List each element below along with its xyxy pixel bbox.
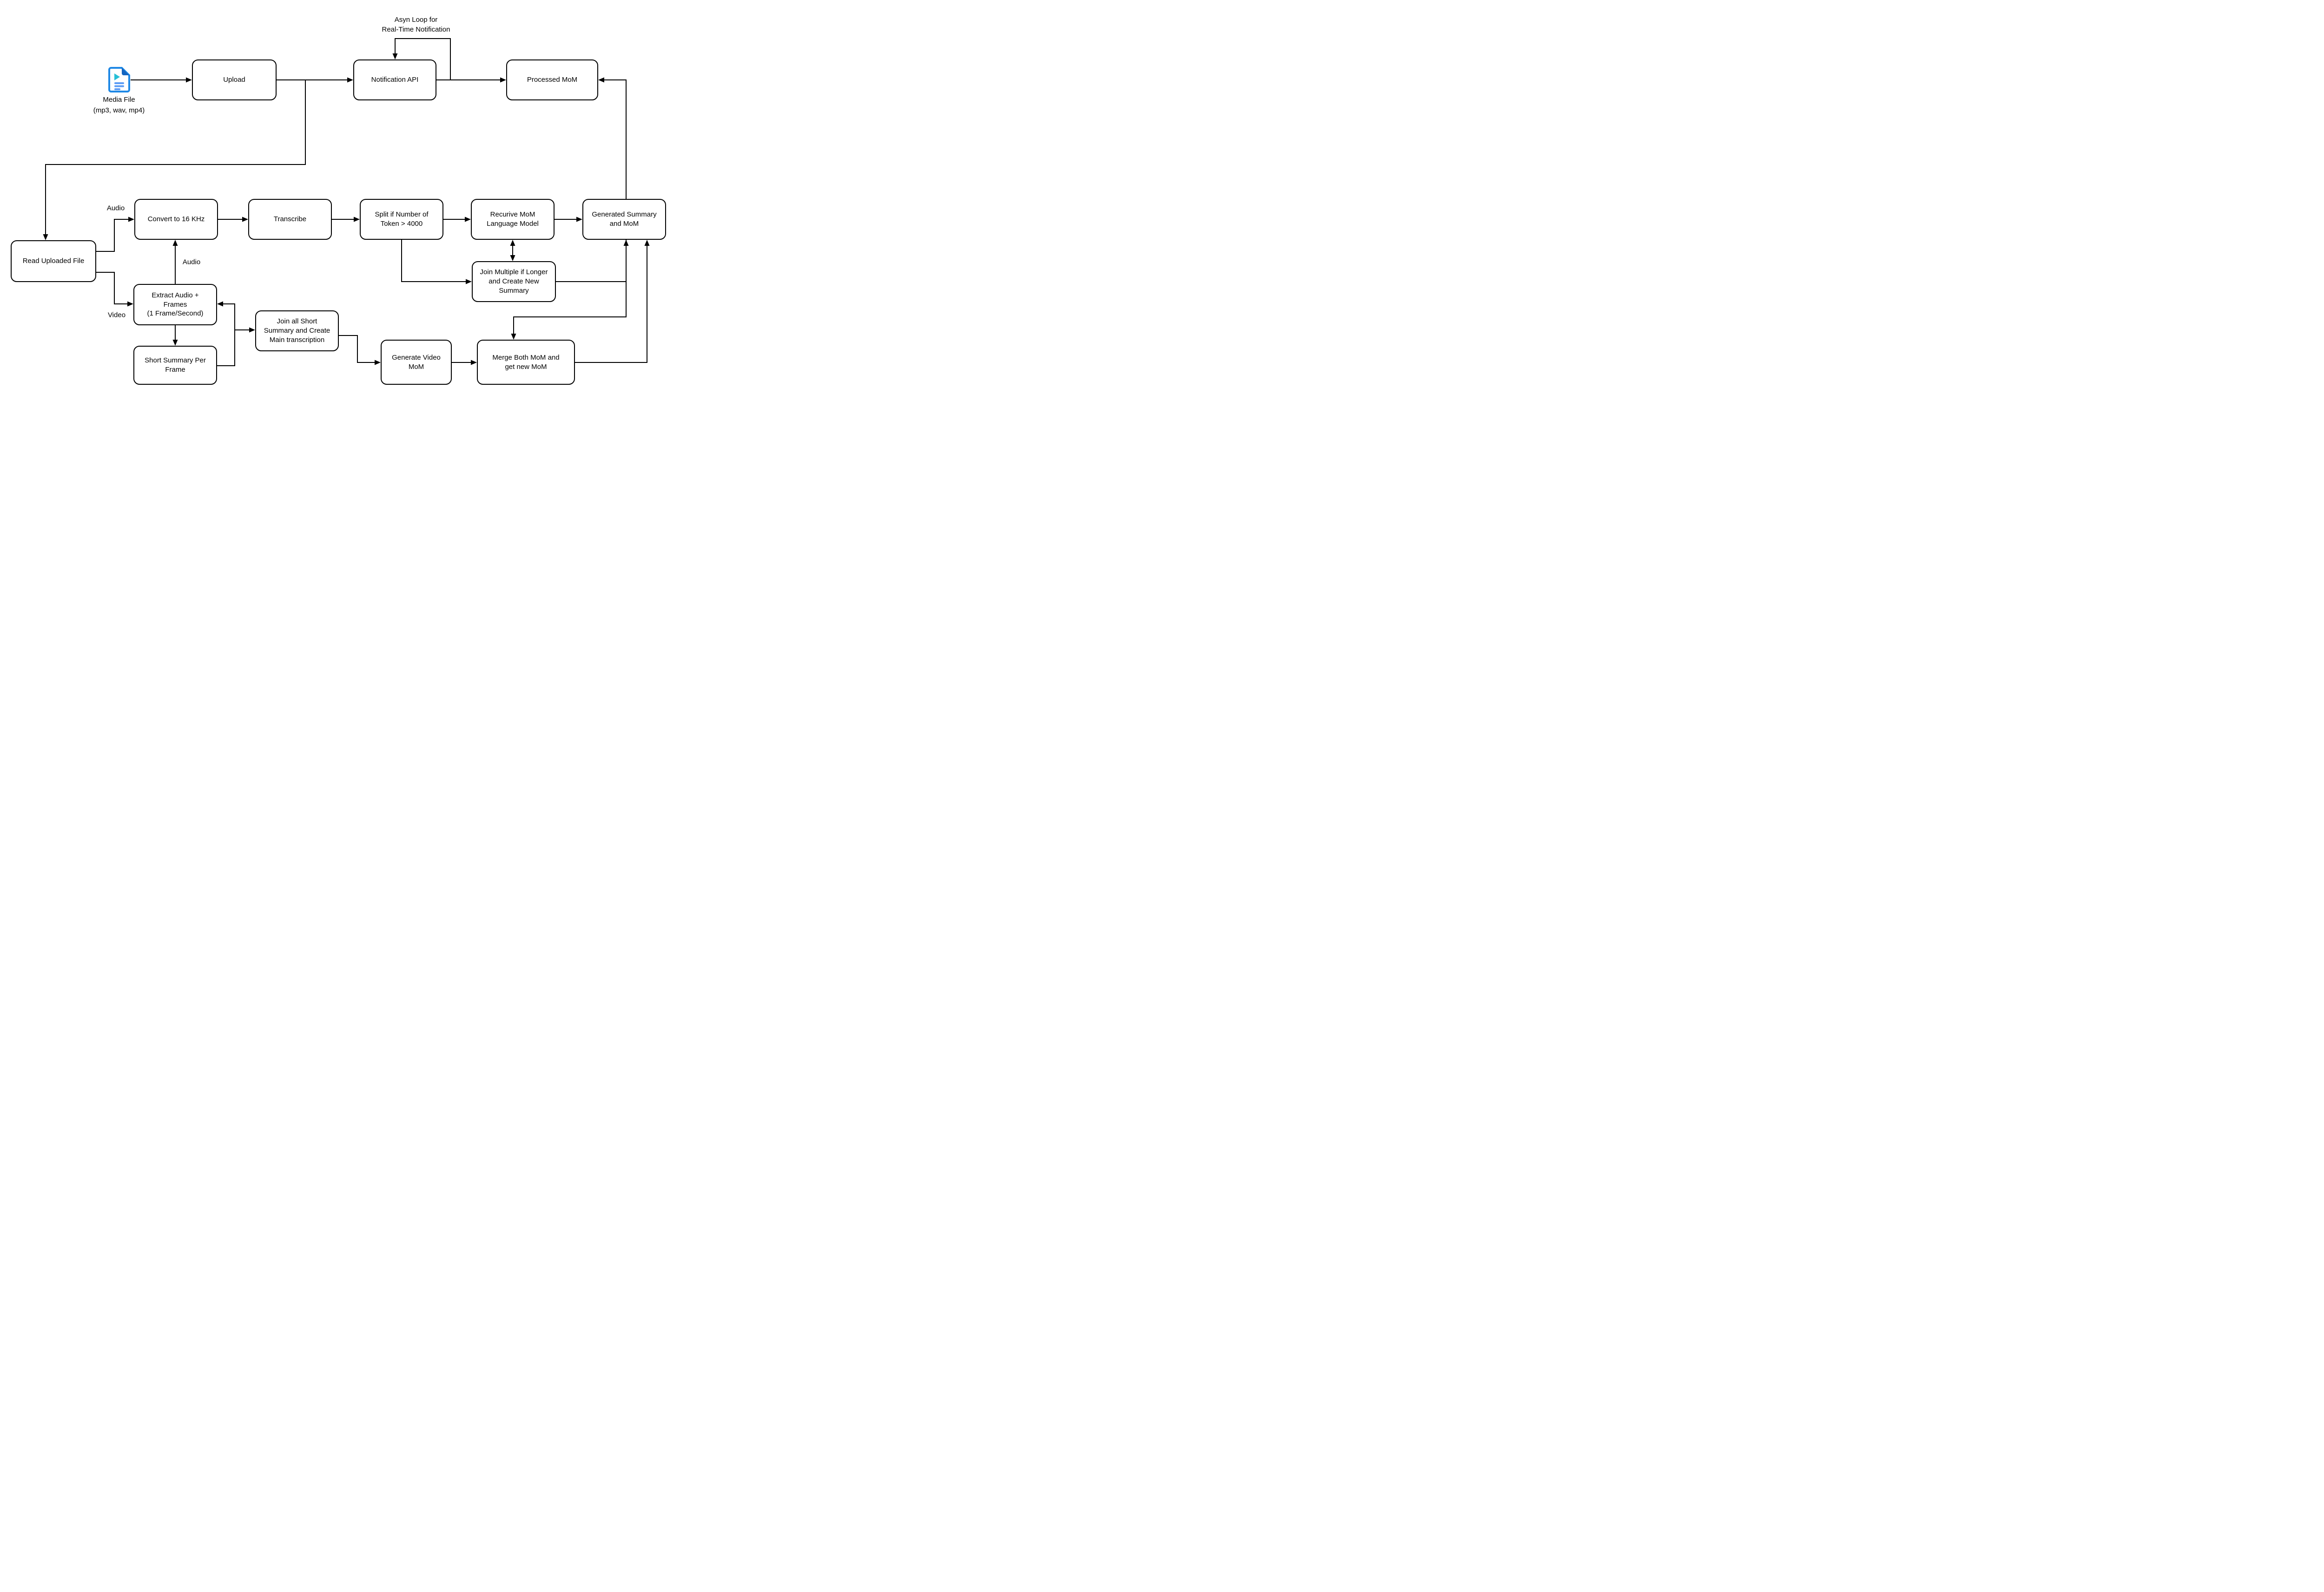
edge-short-summary-to-join-all-arrowhead-0 <box>249 327 255 333</box>
edge-recursive-join-multiple-bidirectional <box>510 240 515 261</box>
edge-async-loop <box>392 38 451 80</box>
edge-upload-to-read-arrowhead-0 <box>43 234 48 240</box>
edge-upload-to-notification-arrowhead-0 <box>347 77 353 83</box>
edge-read-to-extract-video-arrowhead-0 <box>127 301 133 307</box>
edge-label-audio-lower: Audio <box>181 257 202 267</box>
edge-merge-to-summary-arrowhead-0 <box>644 240 650 246</box>
node-join-multiple: Join Multiple if Longer and Create New S… <box>472 261 556 302</box>
edge-summary-to-processed-line <box>599 79 627 199</box>
media-file-caption: Media File (mp3, wav, mp4) <box>93 95 145 116</box>
edge-summary-to-merge-arrowhead-0 <box>511 334 516 340</box>
edge-short-summary-to-extract-loop-arrowhead-0 <box>217 301 223 307</box>
edge-split-to-join-multiple-arrowhead-0 <box>466 279 472 284</box>
edge-short-summary-to-join-all <box>235 327 255 333</box>
node-processed-mom: Processed MoM <box>506 59 598 100</box>
edge-recursive-to-summary <box>555 217 582 222</box>
edge-join-all-to-generate-video-arrowhead-0 <box>375 360 381 365</box>
edge-extract-to-convert-audio <box>172 240 178 284</box>
edge-read-to-convert-audio-arrowhead-0 <box>128 217 134 222</box>
edge-join-all-to-generate-video-line <box>339 335 380 363</box>
edge-read-to-convert-audio-line <box>96 219 133 252</box>
edge-short-summary-to-extract-loop <box>217 301 235 366</box>
edge-upload-to-read-line <box>45 80 306 239</box>
text-line-2 <box>114 85 124 87</box>
edge-recursive-to-summary-arrowhead-0 <box>576 217 582 222</box>
media-file-caption-line2: (mp3, wav, mp4) <box>93 106 145 114</box>
node-join-all-short-summary: Join all Short Summary and Create Main t… <box>255 310 339 351</box>
edge-generate-video-to-merge <box>452 360 477 365</box>
node-generated-summary-mom: Generated Summary and MoM <box>582 199 666 240</box>
node-generate-video-mom: Generate Video MoM <box>381 340 452 385</box>
text-line-1 <box>114 82 124 84</box>
edge-merge-to-summary-line <box>575 241 647 363</box>
edge-split-to-join-multiple <box>401 240 472 284</box>
edge-split-to-recursive <box>443 217 471 222</box>
edge-extract-to-convert-audio-arrowhead-0 <box>172 240 178 246</box>
node-short-summary-frame: Short Summary Per Frame <box>133 346 217 385</box>
edge-summary-to-processed-arrowhead-0 <box>598 77 604 83</box>
edge-read-to-convert-audio <box>96 217 134 252</box>
edge-transcribe-to-split <box>332 217 360 222</box>
edge-label-audio-upper: Audio <box>105 203 126 213</box>
edge-extract-to-short-summary-arrowhead-0 <box>172 340 178 346</box>
edge-merge-to-summary <box>575 240 650 363</box>
node-recursive-mom-lm: Recurive MoM Language Model <box>471 199 555 240</box>
edge-convert-to-transcribe-arrowhead-0 <box>242 217 248 222</box>
annotation-async-loop: Asyn Loop for Real-Time Notification <box>380 15 452 34</box>
edge-transcribe-to-split-arrowhead-0 <box>354 217 360 222</box>
media-file-caption-line1: Media File <box>103 96 135 104</box>
edge-summary-to-merge <box>511 240 627 340</box>
media-file-icon <box>108 67 130 92</box>
edge-read-to-extract-video <box>96 272 133 307</box>
edge-split-to-join-multiple-line <box>401 240 471 282</box>
edge-generate-video-to-merge-arrowhead-0 <box>471 360 477 365</box>
text-line-3 <box>114 88 120 90</box>
edge-short-summary-to-extract-loop-line <box>217 303 235 366</box>
node-merge-both-mom: Merge Both MoM and get new MoM <box>477 340 575 385</box>
node-transcribe: Transcribe <box>248 199 332 240</box>
edge-recursive-join-multiple-bidirectional-arrowhead-1 <box>510 255 515 261</box>
edge-convert-to-transcribe <box>218 217 248 222</box>
node-read-uploaded-file: Read Uploaded File <box>11 240 96 282</box>
edge-media-to-upload <box>131 77 192 83</box>
media-file-source <box>108 67 130 95</box>
edge-label-video: Video <box>106 310 127 320</box>
folded-corner <box>122 68 129 75</box>
edge-join-multiple-to-summary-line <box>556 241 627 282</box>
play-triangle-icon <box>114 73 120 80</box>
edge-upload-to-read <box>43 80 306 240</box>
flowchart-canvas: Upload Notification API Processed MoM Read … <box>0 0 677 398</box>
edge-read-to-extract-video-line <box>96 272 132 304</box>
edge-split-to-recursive-arrowhead-0 <box>465 217 471 222</box>
edge-join-multiple-to-summary <box>556 240 629 282</box>
node-notification-api: Notification API <box>353 59 436 100</box>
node-extract-audio-frames: Extract Audio + Frames (1 Frame/Second) <box>133 284 217 325</box>
document-outline <box>108 67 130 92</box>
edge-extract-to-short-summary <box>172 325 178 346</box>
edge-notification-to-processed <box>436 77 506 83</box>
edge-upload-to-notification <box>277 77 353 83</box>
edge-join-all-to-generate-video <box>339 335 381 365</box>
edge-notification-to-processed-arrowhead-0 <box>500 77 506 83</box>
node-convert-16khz: Convert to 16 KHz <box>134 199 218 240</box>
connector-layer <box>43 38 650 366</box>
node-split-token: Split if Number of Token > 4000 <box>360 199 443 240</box>
edge-async-loop-line <box>395 38 451 80</box>
edge-summary-to-processed <box>598 77 627 199</box>
edge-media-to-upload-arrowhead-0 <box>186 77 192 83</box>
edge-recursive-join-multiple-bidirectional-arrowhead-0 <box>510 240 515 246</box>
node-upload: Upload <box>192 59 277 100</box>
edge-summary-to-merge-line <box>513 240 627 339</box>
edge-async-loop-arrowhead-0 <box>392 53 398 59</box>
